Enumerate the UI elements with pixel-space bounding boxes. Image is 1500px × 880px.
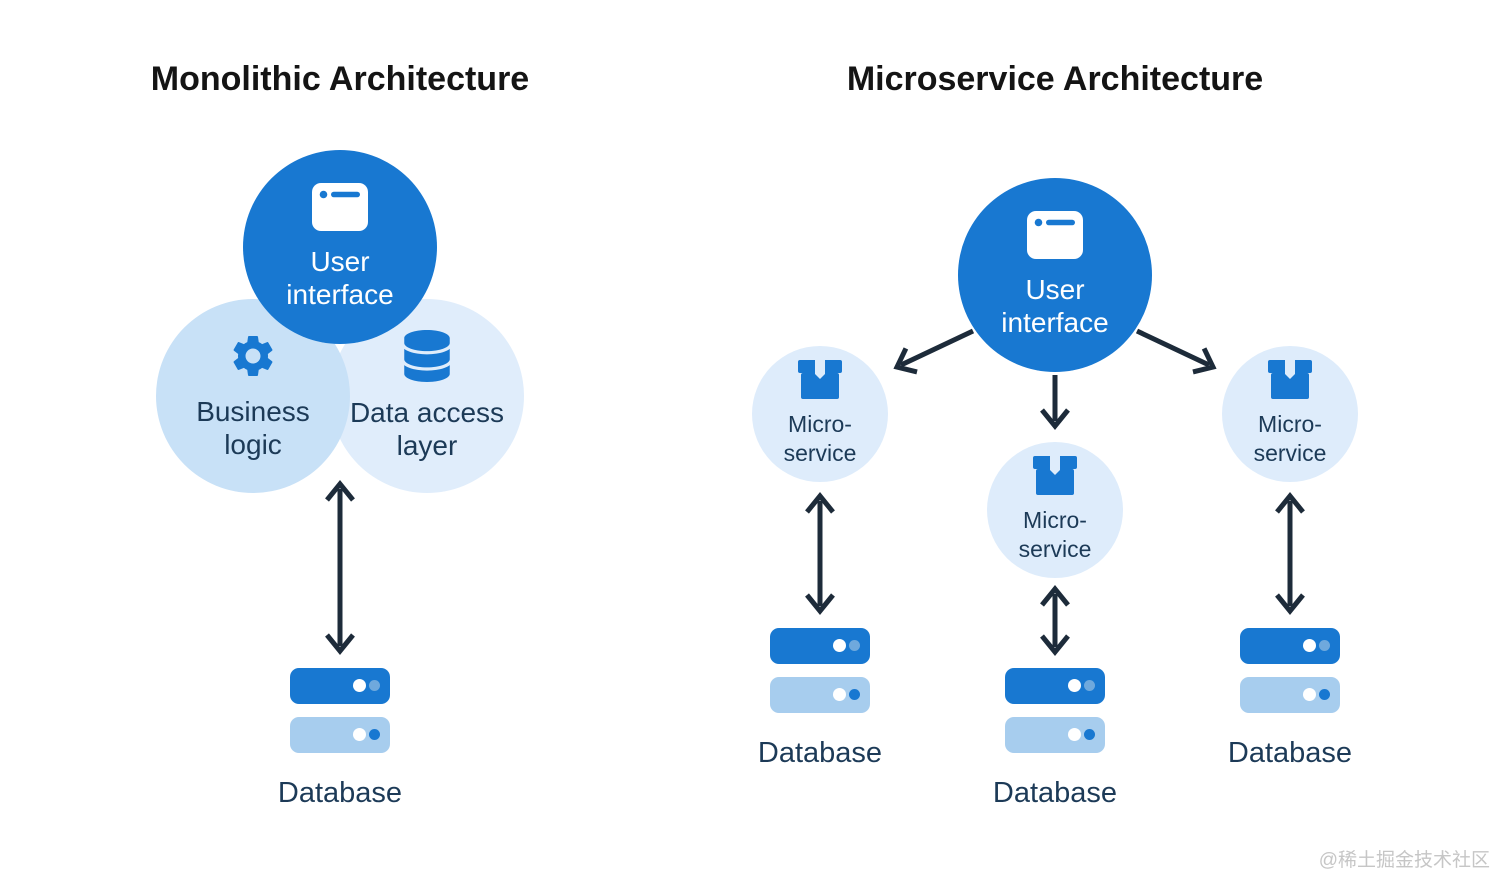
database-icon-3: [1240, 628, 1340, 713]
microservice-label-3: Micro- service: [1253, 411, 1327, 466]
server-led: [1084, 729, 1095, 740]
microservice-node-1: Micro- service: [752, 346, 888, 482]
server-led: [369, 680, 380, 691]
arrow-microservice-1-to-database: [807, 496, 833, 611]
gear-icon: [228, 331, 278, 386]
server-led: [1303, 639, 1316, 652]
database-cylinder-icon: [404, 330, 450, 387]
business-logic-label: Business logic: [196, 396, 310, 460]
browser-window-icon: [312, 183, 368, 236]
microservice-user-interface-label: User interface: [1001, 274, 1109, 338]
database-label-3: Database: [1227, 737, 1353, 769]
server-led: [833, 639, 846, 652]
microservice-title: Microservice Architecture: [846, 60, 1264, 98]
server-led: [849, 640, 860, 651]
arrow-ui-to-microservice-3: [1135, 328, 1219, 379]
microservice-node-3: Micro- service: [1222, 346, 1358, 482]
watermark: @稀土掘金技术社区: [1318, 850, 1490, 871]
server-led: [353, 728, 366, 741]
data-access-layer-node: Data access layer: [330, 299, 524, 493]
arrow-microservice-2-to-database: [1042, 589, 1068, 652]
server-rack-bottom: [1240, 677, 1340, 713]
microservice-label-2: Micro- service: [1018, 507, 1092, 562]
arrow-microservice-3-to-database: [1277, 496, 1303, 611]
arrow-ui-to-microservice-1: [891, 328, 975, 379]
business-logic-node: Business logic: [156, 299, 350, 493]
monolith-title: Monolithic Architecture: [150, 60, 530, 98]
server-led: [1068, 679, 1081, 692]
package-icon: [798, 360, 842, 405]
arrow-monolith-to-database: [327, 484, 353, 651]
server-led: [833, 688, 846, 701]
server-rack-bottom: [290, 717, 390, 753]
browser-window-icon: [1027, 211, 1083, 264]
package-icon: [1268, 360, 1312, 405]
server-rack-top: [1240, 628, 1340, 664]
server-led: [1084, 680, 1095, 691]
microservice-node-2: Micro- service: [987, 442, 1123, 578]
microservice-label-1: Micro- service: [783, 411, 857, 466]
database-icon-2: [1005, 668, 1105, 753]
database-label-2: Database: [992, 777, 1118, 809]
monolith-user-interface-label: User interface: [286, 246, 394, 310]
server-led: [1319, 640, 1330, 651]
server-led: [1319, 689, 1330, 700]
arrow-ui-to-microservice-2: [1042, 375, 1068, 426]
server-rack-bottom: [770, 677, 870, 713]
server-rack-top: [1005, 668, 1105, 704]
server-led: [1303, 688, 1316, 701]
server-rack-top: [770, 628, 870, 664]
server-led: [849, 689, 860, 700]
monolith-user-interface-node: User interface: [243, 150, 437, 344]
microservice-user-interface-node: User interface: [958, 178, 1152, 372]
monolith-database-label: Database: [277, 777, 403, 809]
database-icon-1: [770, 628, 870, 713]
monolith-database-icon: [290, 668, 390, 753]
server-led: [353, 679, 366, 692]
data-access-layer-label: Data access layer: [349, 397, 505, 461]
package-icon: [1033, 456, 1077, 501]
database-label-1: Database: [757, 737, 883, 769]
server-led: [1068, 728, 1081, 741]
server-rack-top: [290, 668, 390, 704]
server-led: [369, 729, 380, 740]
server-rack-bottom: [1005, 717, 1105, 753]
